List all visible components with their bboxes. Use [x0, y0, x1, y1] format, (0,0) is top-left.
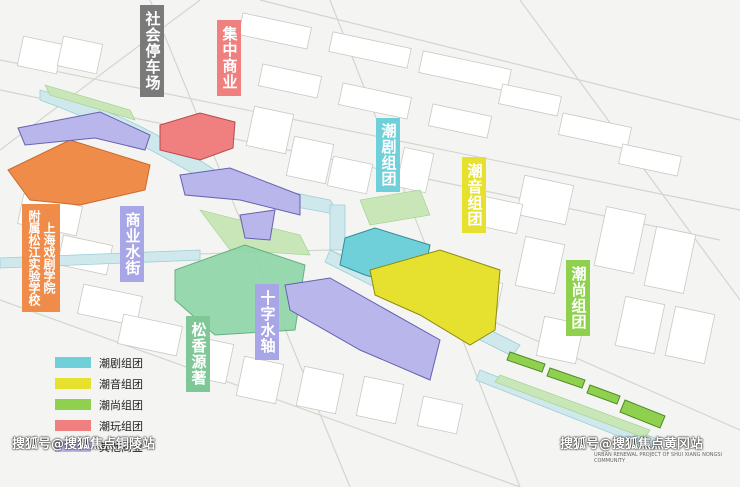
chaowan-zone: [159, 112, 236, 161]
shizi-label: 十字水轴: [255, 284, 279, 360]
chaoshang-label-text: 潮尚组团: [569, 266, 588, 330]
songxiang-label-text: 松香源著: [189, 322, 208, 386]
legend-swatch: [55, 441, 91, 452]
legend-label: 其他商业: [99, 440, 143, 454]
chaoyin-zone: [369, 249, 501, 346]
legend-swatch: [55, 378, 91, 389]
legend-item-chaoyin: 潮音组团: [55, 373, 175, 394]
watermark-subcaption: URBAN RENEWAL PROJECT OF SHUI XIANG NONG…: [594, 452, 723, 464]
chaoshang-zone: [506, 351, 666, 429]
legend-item-other: 其他商业: [55, 436, 175, 457]
shangye-center-label: 集中商业: [217, 20, 241, 96]
legend-swatch: [55, 420, 91, 431]
parking-label: 社会停车场: [140, 5, 164, 97]
chaoyin-label-text: 潮音组团: [465, 163, 484, 227]
legend-label: 潮音组团: [99, 377, 143, 391]
chaoyin-label: 潮音组团: [462, 157, 486, 233]
legend-item-chaowan: 潮玩组团: [55, 415, 175, 436]
school-label-text-a: 上海戏剧学院: [42, 222, 56, 294]
legend-item-chaoshang: 潮尚组团: [55, 394, 175, 415]
shangye-street-text: 商业水街: [123, 212, 142, 276]
legend-item-chaoju: 潮剧组团: [55, 352, 175, 373]
chaoju-label: 潮剧组团: [376, 118, 400, 192]
legend-swatch: [55, 399, 91, 410]
watermark-right: 搜狐号@搜狐焦点黄冈站: [560, 437, 704, 452]
legend-label: 潮玩组团: [99, 419, 143, 433]
legend-swatch: [55, 357, 91, 368]
shizi-label-text: 十字水轴: [258, 290, 277, 354]
school-label: 附属松江实验学校 上海戏剧学院: [22, 204, 60, 312]
watermark-left: 搜狐号@搜狐焦点铜陵站: [12, 437, 156, 452]
other-commercial-zones: [17, 111, 441, 381]
shangye-street-label: 商业水街: [120, 206, 144, 282]
legend: 潮剧组团 潮音组团 潮尚组团 潮玩组团 其他商业: [55, 352, 175, 457]
shangye-center-text: 集中商业: [220, 26, 239, 90]
legend-label: 潮尚组团: [99, 398, 143, 412]
green-space: [44, 84, 651, 439]
legend-label: 潮剧组团: [99, 356, 143, 370]
parking-label-text: 社会停车场: [143, 11, 162, 91]
school-label-text-b: 附属松江实验学校: [27, 210, 41, 306]
chaoju-label-text: 潮剧组团: [379, 123, 398, 187]
songxiang-label: 松香源著: [186, 316, 210, 392]
chaoshang-label: 潮尚组团: [566, 260, 590, 336]
